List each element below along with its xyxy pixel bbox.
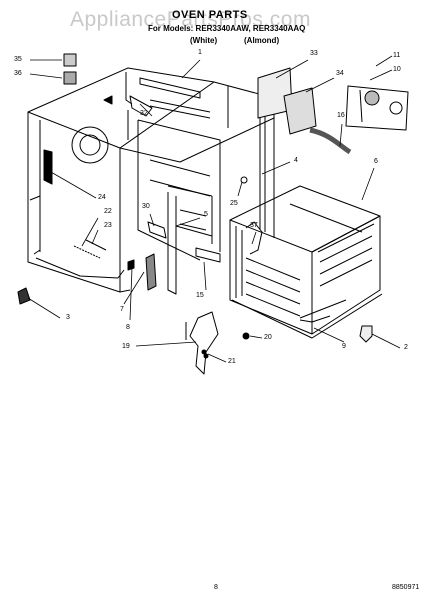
callout-25: 25: [230, 200, 238, 207]
callout-5: 5: [204, 211, 208, 218]
callout-33: 33: [310, 50, 318, 57]
model-numbers: For Models: RER3340AAW, RER3340AAQ: [148, 24, 306, 33]
part-22: [73, 245, 101, 259]
part-34: [283, 87, 317, 135]
callout-34: 34: [336, 70, 344, 77]
callout-3: 3: [66, 314, 70, 321]
callout-1: 1: [198, 49, 202, 56]
callout-6: 6: [374, 158, 378, 165]
callout-37: 37: [250, 222, 258, 229]
page-number: 8: [214, 584, 218, 591]
part-25: [240, 176, 248, 184]
igniter-part: [245, 221, 263, 255]
callout-20: 20: [264, 334, 272, 341]
callout-15: 15: [196, 292, 204, 299]
callout-10: 10: [393, 66, 401, 73]
callout-23: 23: [104, 222, 112, 229]
part-20: [242, 332, 250, 340]
callout-22: 22: [104, 208, 112, 215]
part-35: [63, 53, 77, 67]
part-36: [63, 71, 77, 85]
lower-bracket-part: [185, 311, 219, 375]
watermark: AppliancePartsPros.com: [70, 8, 311, 31]
callout-7: 7: [120, 306, 124, 313]
part-21: [201, 349, 207, 355]
callout-11: 11: [393, 52, 401, 59]
rack-assembly-part: [229, 185, 383, 339]
callout-35: 35: [14, 56, 22, 63]
part-8: [127, 259, 135, 271]
callout-8: 8: [126, 324, 130, 331]
part-23: [85, 239, 107, 251]
document-number: 8850971: [392, 584, 420, 591]
color-white: (White): [190, 36, 218, 45]
callout-19: 19: [122, 343, 130, 350]
diagram-title: OVEN PARTS: [172, 9, 248, 21]
callout-32: 32: [140, 110, 148, 117]
callout-16: 16: [337, 112, 345, 119]
callout-30: 30: [142, 203, 150, 210]
part-32: [129, 95, 153, 117]
callout-36: 36: [14, 70, 22, 77]
part-3-leveler: [17, 287, 31, 305]
part-2-foot: [359, 325, 373, 343]
control-panel-part: [345, 85, 409, 131]
callout-24: 24: [98, 194, 106, 201]
callout-9: 9: [342, 343, 346, 350]
callout-4: 4: [294, 157, 298, 164]
tube-part-16: [309, 127, 352, 155]
color-almond: (Almond): [244, 36, 280, 45]
callout-2: 2: [404, 344, 408, 351]
inner-frame-part: [137, 119, 221, 295]
leader-lines: [27, 55, 401, 363]
part-7: [145, 253, 157, 291]
part-30: [147, 221, 167, 239]
callout-21: 21: [228, 358, 236, 365]
